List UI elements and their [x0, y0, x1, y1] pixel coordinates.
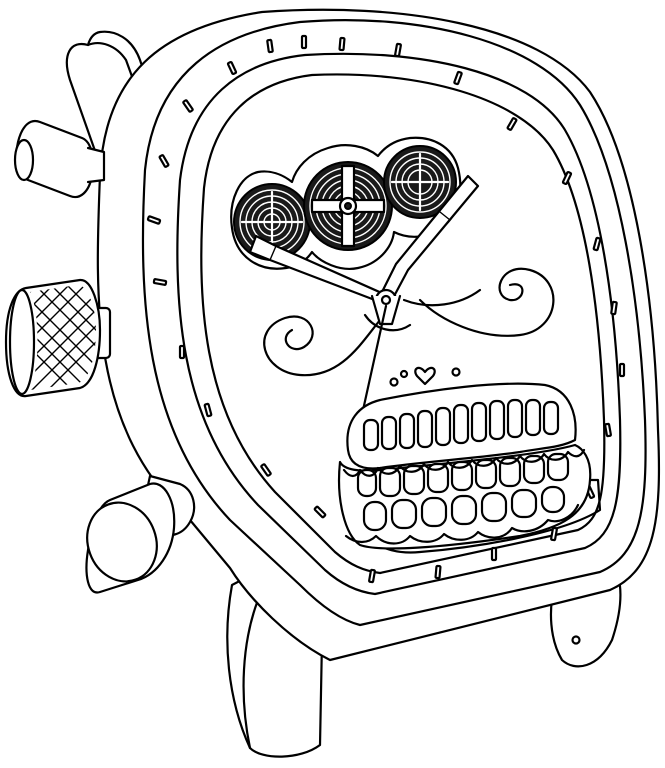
dial-swirls	[263, 267, 555, 377]
watch-case	[96, 8, 661, 662]
pusher-top-icon	[13, 119, 106, 199]
pusher-bottom-icon	[85, 474, 196, 594]
crown-icon	[4, 278, 112, 398]
tourbillon-cages	[230, 136, 462, 270]
skull-teeth	[338, 382, 592, 550]
heart-icon	[414, 366, 436, 386]
bezel-markers	[146, 34, 626, 584]
dial-dots	[389, 367, 461, 387]
